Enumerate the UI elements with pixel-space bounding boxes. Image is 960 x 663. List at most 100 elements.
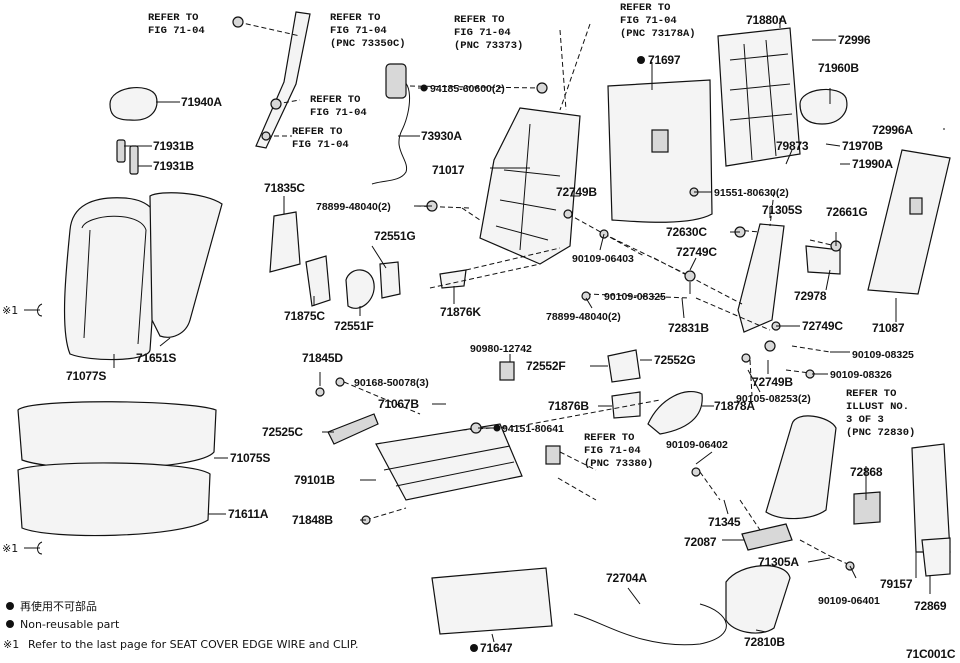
- label-90109-08325-b: 90109-08325: [852, 349, 914, 361]
- label-71875C: 71875C: [284, 309, 325, 323]
- refer-block-2: REFER TO FIG 71-04 (PNC 73350C): [330, 12, 406, 50]
- label-72810B: 72810B: [744, 635, 785, 649]
- figure-code: 71C001C: [906, 647, 956, 661]
- fastener-9: [581, 291, 591, 301]
- seat-panel-71087: [867, 149, 951, 295]
- carpet-71647: [431, 567, 553, 635]
- fastener-4: [536, 82, 548, 94]
- label-71931B-a: 71931B: [153, 139, 194, 153]
- assembly-line-5: [429, 247, 561, 289]
- legend-dot-en: [6, 620, 14, 628]
- lever-72978: [805, 245, 841, 275]
- label-72749C-b: 72749C: [802, 319, 843, 333]
- label-71075S: 71075S: [230, 451, 270, 465]
- non-reusable-dot-94151: [493, 424, 501, 432]
- label-78899-48040-a: 78899-48040(2): [316, 201, 391, 213]
- seat-frame-rails: [383, 445, 515, 487]
- label-90109-08326: 90109-08326: [830, 369, 892, 381]
- headrest-right-shape: [799, 88, 848, 125]
- trim-79157: [911, 443, 951, 553]
- legend-note-text: Refer to the last page for SEAT COVER ED…: [28, 638, 358, 651]
- assembly-line-10: [557, 451, 597, 501]
- label-71697: 71697: [648, 53, 681, 67]
- label-71835C: 71835C: [264, 181, 305, 195]
- leader-lines: [113, 18, 945, 643]
- connector-73380: [545, 445, 561, 465]
- label-71848B: 71848B: [292, 513, 333, 527]
- refer-block-8: REFER TO ILLUST NO. 3 OF 3 (PNC 72830): [846, 388, 915, 439]
- trim-71876B: [611, 391, 641, 419]
- label-94151-80641: 94151-80641: [502, 423, 564, 435]
- headrest-guide-1: [116, 139, 126, 163]
- label-72749B-a: 72749B: [556, 185, 597, 199]
- label-71940A: 71940A: [181, 95, 222, 109]
- label-72749C-a: 72749C: [676, 245, 717, 259]
- seatback-cover-stitch: [81, 215, 147, 345]
- side-piece-71875C: [305, 255, 331, 307]
- label-90109-06402: 90109-06402: [666, 439, 728, 451]
- label-72704A: 72704A: [606, 571, 647, 585]
- fastener-6: [563, 209, 573, 219]
- bracket-72869: [921, 537, 951, 577]
- label-71017: 71017: [432, 163, 465, 177]
- fastener-3: [261, 131, 271, 141]
- label-71876K: 71876K: [440, 305, 481, 319]
- assembly-line-3: [559, 23, 591, 111]
- legend-non-reusable: Non-reusable part: [20, 618, 120, 631]
- trim-71878A: [647, 390, 703, 435]
- side-marker-upper-line: [24, 303, 43, 317]
- label-72630C: 72630C: [666, 225, 707, 239]
- label-71880A: 71880A: [746, 13, 787, 27]
- refer-block-4: REFER TO FIG 71-04: [292, 126, 349, 151]
- rail-cover-72525C: [327, 413, 379, 445]
- label-72551F: 72551F: [334, 319, 374, 333]
- assembly-line-8: [735, 191, 837, 247]
- label-71878A: 71878A: [714, 399, 755, 413]
- label-90980-12742: 90980-12742: [470, 343, 532, 355]
- assembly-line-9: [699, 471, 853, 567]
- label-71077S: 71077S: [66, 369, 106, 383]
- harness-shape: [371, 79, 411, 185]
- cover-72810B: [725, 565, 791, 634]
- label-91551-80630: 91551-80630(2): [714, 187, 789, 199]
- label-90105-08253: 90105-08253(2): [736, 393, 811, 405]
- cushion-pad-shape: [17, 462, 211, 537]
- assembly-line-6: [343, 381, 661, 521]
- legend-jp-label: 再使用不可部品: [20, 599, 97, 613]
- bracket-72868: [853, 491, 881, 525]
- label-72996A: 72996A: [872, 123, 913, 137]
- non-reusable-dot-71697: [637, 56, 645, 64]
- fastener-12: [764, 340, 776, 352]
- label-71876B: 71876B: [548, 399, 589, 413]
- seatback-frame-inner: [495, 123, 561, 251]
- label-72552F: 72552F: [526, 359, 566, 373]
- refer-block-7: REFER TO FIG 71-04 (PNC 73380): [584, 432, 653, 470]
- seatbelt-shape: [255, 11, 311, 149]
- harness-connector: [385, 63, 407, 99]
- back-panel-ribs: [729, 39, 793, 161]
- seat-frame-79101B: [375, 423, 523, 501]
- connector-90980: [499, 361, 515, 381]
- refer-block-1: REFER TO FIG 71-04: [148, 12, 205, 37]
- seat-panel-slot: [909, 197, 923, 215]
- label-90109-06401: 90109-06401: [818, 595, 880, 607]
- seatback-cover-shape: [63, 197, 159, 361]
- label-90109-06403: 90109-06403: [572, 253, 634, 265]
- seatback-pad-shape: [149, 192, 223, 338]
- fastener-13: [741, 353, 751, 363]
- refer-block-3: REFER TO FIG 71-04: [310, 94, 367, 119]
- fastener-1: [232, 16, 244, 28]
- fastener-2: [270, 98, 282, 110]
- label-72087: 72087: [684, 535, 717, 549]
- label-94185-60600: 94185-60600(2): [430, 83, 505, 95]
- non-reusable-dot-71647: [470, 644, 478, 652]
- label-72552G: 72552G: [654, 353, 696, 367]
- label-71611A: 71611A: [228, 507, 269, 521]
- side-piece-72551F: [345, 269, 375, 309]
- label-71970B: 71970B: [842, 139, 883, 153]
- refer-block-6: REFER TO FIG 71-04 (PNC 73178A): [620, 2, 696, 40]
- label-71647: 71647: [480, 641, 513, 655]
- side-piece-72551G: [379, 261, 401, 299]
- label-71305S: 71305S: [762, 203, 802, 217]
